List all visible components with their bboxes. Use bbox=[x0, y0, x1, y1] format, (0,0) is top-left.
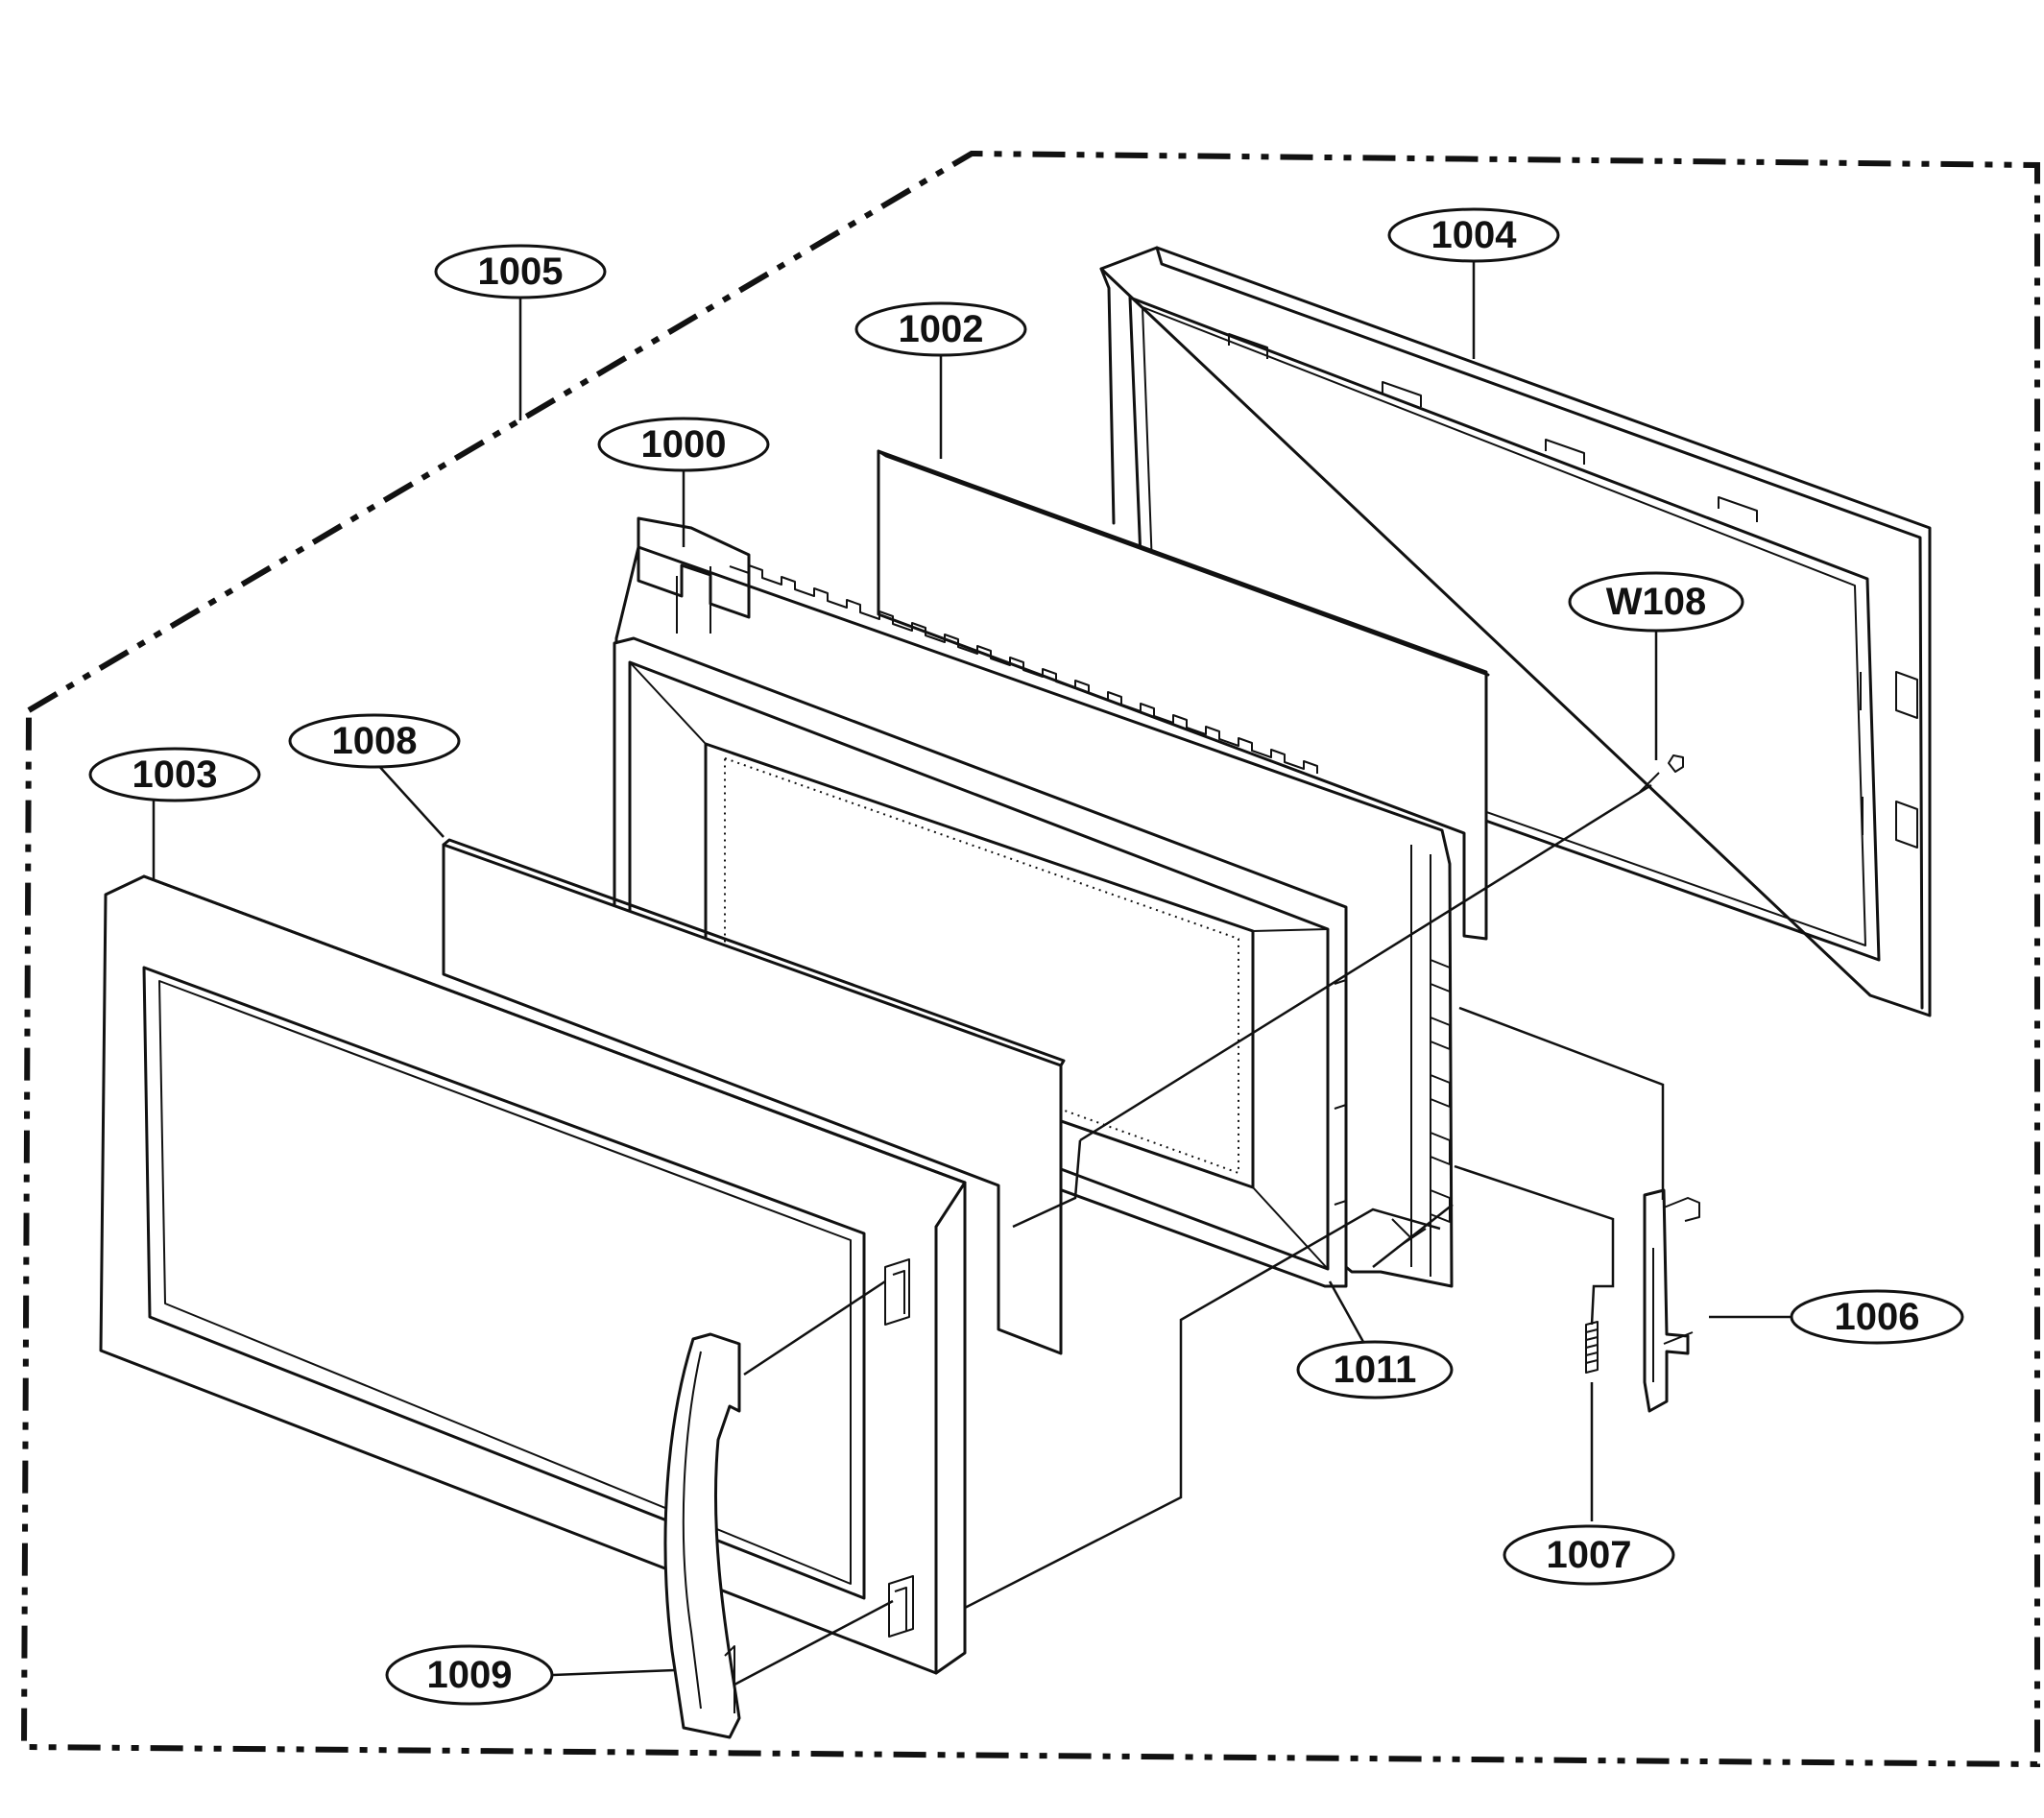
callout-label: 1011 bbox=[1334, 1349, 1417, 1391]
callout-1005: 1005 bbox=[434, 244, 607, 299]
part-1011-inner-frame bbox=[613, 636, 1348, 1288]
part-1003-front-frame bbox=[99, 874, 967, 1675]
callout-label: 1009 bbox=[427, 1654, 513, 1696]
part-1006-latch-lever bbox=[1643, 1188, 1700, 1413]
callout-label: W108 bbox=[1606, 581, 1707, 623]
part-1009-handle bbox=[663, 1332, 741, 1739]
part-1007-spring bbox=[1585, 1321, 1599, 1374]
part-1004-choke-frame bbox=[1099, 246, 1932, 1017]
assembly-boundary bbox=[20, 150, 2040, 1768]
callout-1004: 1004 bbox=[1387, 207, 1560, 263]
callout-1003: 1003 bbox=[88, 747, 261, 802]
callout-label: 1003 bbox=[132, 754, 218, 796]
callout-1011: 1011 bbox=[1296, 1340, 1454, 1399]
callout-label: 1005 bbox=[478, 251, 564, 293]
callout-1000: 1000 bbox=[597, 417, 770, 472]
assembly-lines bbox=[733, 783, 1665, 1686]
callout-label: 1004 bbox=[1431, 214, 1518, 256]
callout-1006: 1006 bbox=[1790, 1289, 1964, 1345]
callout-label: 1002 bbox=[899, 308, 984, 350]
screw-w108 bbox=[1639, 754, 1684, 793]
callout-label: 1006 bbox=[1835, 1296, 1920, 1338]
callout-1008: 1008 bbox=[288, 713, 461, 769]
callout-label: 1000 bbox=[641, 423, 727, 466]
callout-w108: W108 bbox=[1568, 571, 1744, 633]
part-1008-choke-cover bbox=[442, 838, 1066, 1355]
callout-1007: 1007 bbox=[1503, 1524, 1675, 1586]
callout-label: 1007 bbox=[1547, 1534, 1632, 1576]
callout-label: 1008 bbox=[332, 720, 418, 762]
callout-leaders bbox=[152, 261, 1792, 1677]
callout-1002: 1002 bbox=[854, 301, 1027, 357]
callout-1009: 1009 bbox=[385, 1644, 554, 1706]
